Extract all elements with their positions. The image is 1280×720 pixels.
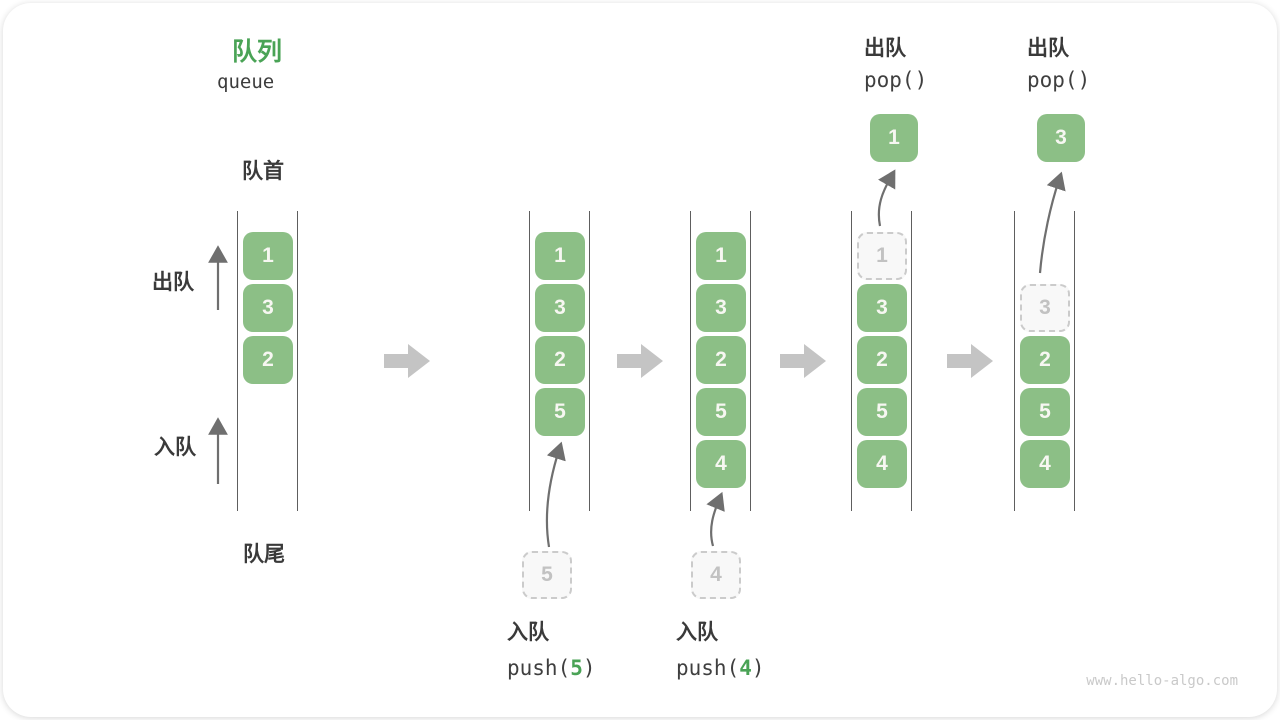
queue-element: 1 [535, 232, 585, 280]
queue-element: 1 [696, 232, 746, 280]
dequeue1-code: pop() [864, 68, 928, 92]
queue-element: 2 [535, 336, 585, 384]
enqueue5-code: push(5) [507, 656, 596, 680]
removed-element-ghost: 1 [857, 232, 907, 280]
popped-element-3: 3 [1037, 114, 1085, 162]
transition-arrow-icon [617, 344, 663, 378]
staged-element-4: 4 [691, 551, 741, 599]
queue-element: 4 [857, 440, 907, 488]
queue-element: 1 [243, 232, 293, 280]
queue-element: 2 [243, 336, 293, 384]
queue-channel-state1: 1 3 2 [237, 211, 298, 511]
code-text: push( [676, 656, 740, 680]
code-text: ) [751, 656, 765, 680]
code-text: ) [582, 656, 596, 680]
queue-element: 2 [696, 336, 746, 384]
enqueue4-code: push(4) [676, 656, 765, 680]
queue-element: 3 [535, 284, 585, 332]
queue-channel-state5: 3 2 5 4 [1014, 211, 1075, 511]
enqueue5-label: 入队 [507, 621, 549, 644]
queue-channel-state4: 1 3 2 5 4 [851, 211, 912, 511]
queue-element: 2 [1020, 336, 1070, 384]
code-arg: 4 [739, 656, 752, 680]
popped-element-1: 1 [870, 114, 918, 162]
code-arg: 5 [570, 656, 583, 680]
queue-element: 3 [243, 284, 293, 332]
dequeue3-label: 出队 [1027, 37, 1069, 60]
queue-channel-state3: 1 3 2 5 4 [690, 211, 751, 511]
queue-element: 5 [1020, 388, 1070, 436]
queue-element: 3 [696, 284, 746, 332]
transition-arrow-icon [384, 344, 430, 378]
staged-element-5: 5 [522, 551, 572, 599]
queue-element: 5 [857, 388, 907, 436]
label-dequeue-side: 出队 [152, 271, 194, 294]
queue-element: 5 [696, 388, 746, 436]
transition-arrow-icon [780, 344, 826, 378]
queue-channel-state2: 1 3 2 5 [529, 211, 590, 511]
dequeue3-code: pop() [1027, 68, 1091, 92]
queue-element: 4 [1020, 440, 1070, 488]
transition-arrow-icon [947, 344, 993, 378]
queue-element: 5 [535, 388, 585, 436]
diagram-title-zh: 队列 [232, 38, 283, 66]
label-queue-rear: 队尾 [243, 543, 285, 566]
enqueue4-label: 入队 [676, 621, 718, 644]
removed-element-ghost: 3 [1020, 284, 1070, 332]
label-enqueue-side: 入队 [154, 436, 196, 459]
code-text: push( [507, 656, 571, 680]
dequeue1-label: 出队 [864, 37, 906, 60]
queue-element: 4 [696, 440, 746, 488]
queue-element: 3 [857, 284, 907, 332]
queue-element: 2 [857, 336, 907, 384]
label-queue-front: 队首 [242, 160, 284, 183]
diagram-title-en: queue [217, 71, 275, 93]
watermark: www.hello-algo.com [1086, 673, 1238, 689]
